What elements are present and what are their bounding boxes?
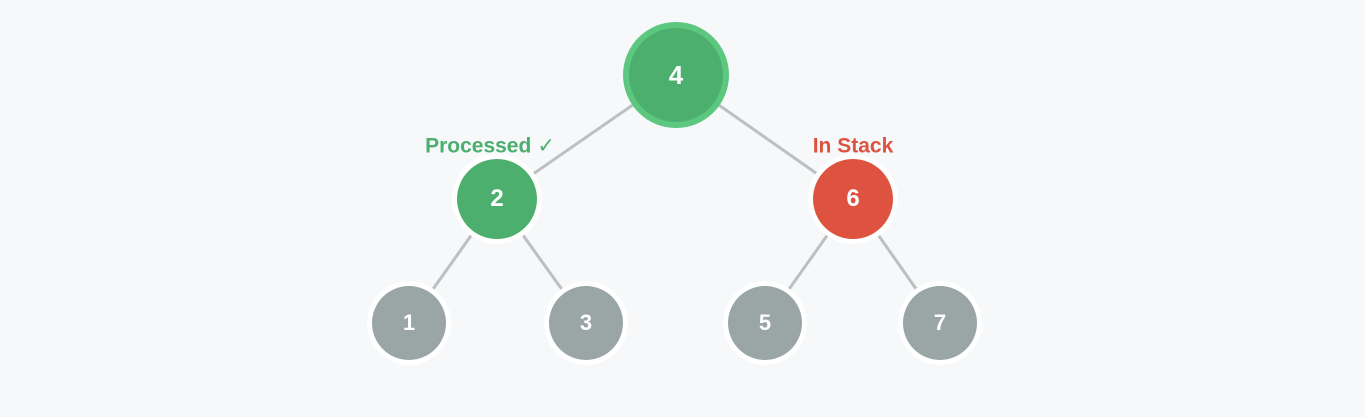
- tree-node-value: 1: [402, 310, 416, 335]
- status-label-processed: Processed✓: [425, 136, 555, 157]
- tree-node-5[interactable]: 5: [728, 286, 802, 360]
- tree-node-value: 4: [668, 60, 684, 90]
- tree-edge-6-7: [875, 232, 919, 293]
- tree-node-value: 2: [490, 185, 504, 212]
- tree-node-value: 3: [579, 310, 593, 335]
- status-label-text: Processed: [425, 134, 532, 158]
- tree-edge-2-3: [520, 232, 565, 293]
- tree-node-value: 5: [758, 310, 772, 335]
- tree-edge-4-6: [715, 102, 820, 177]
- tree-node-4[interactable]: 4: [629, 28, 723, 122]
- tree-edge-4-2: [530, 101, 637, 177]
- tree-node-6[interactable]: 6: [813, 159, 893, 239]
- tree-node-3[interactable]: 3: [549, 286, 623, 360]
- checkmark-icon: ✓: [537, 134, 555, 158]
- tree-node-7[interactable]: 7: [903, 286, 977, 360]
- tree-node-value: 6: [846, 185, 860, 212]
- tree-edge-2-1: [430, 232, 474, 293]
- status-label-in-stack: In Stack: [813, 136, 894, 157]
- tree-node-1[interactable]: 1: [372, 286, 446, 360]
- tree-edge-6-5: [786, 232, 830, 293]
- status-label-text: In Stack: [812, 134, 894, 158]
- tree-node-2[interactable]: 2: [457, 159, 537, 239]
- tree-node-value: 7: [933, 310, 947, 335]
